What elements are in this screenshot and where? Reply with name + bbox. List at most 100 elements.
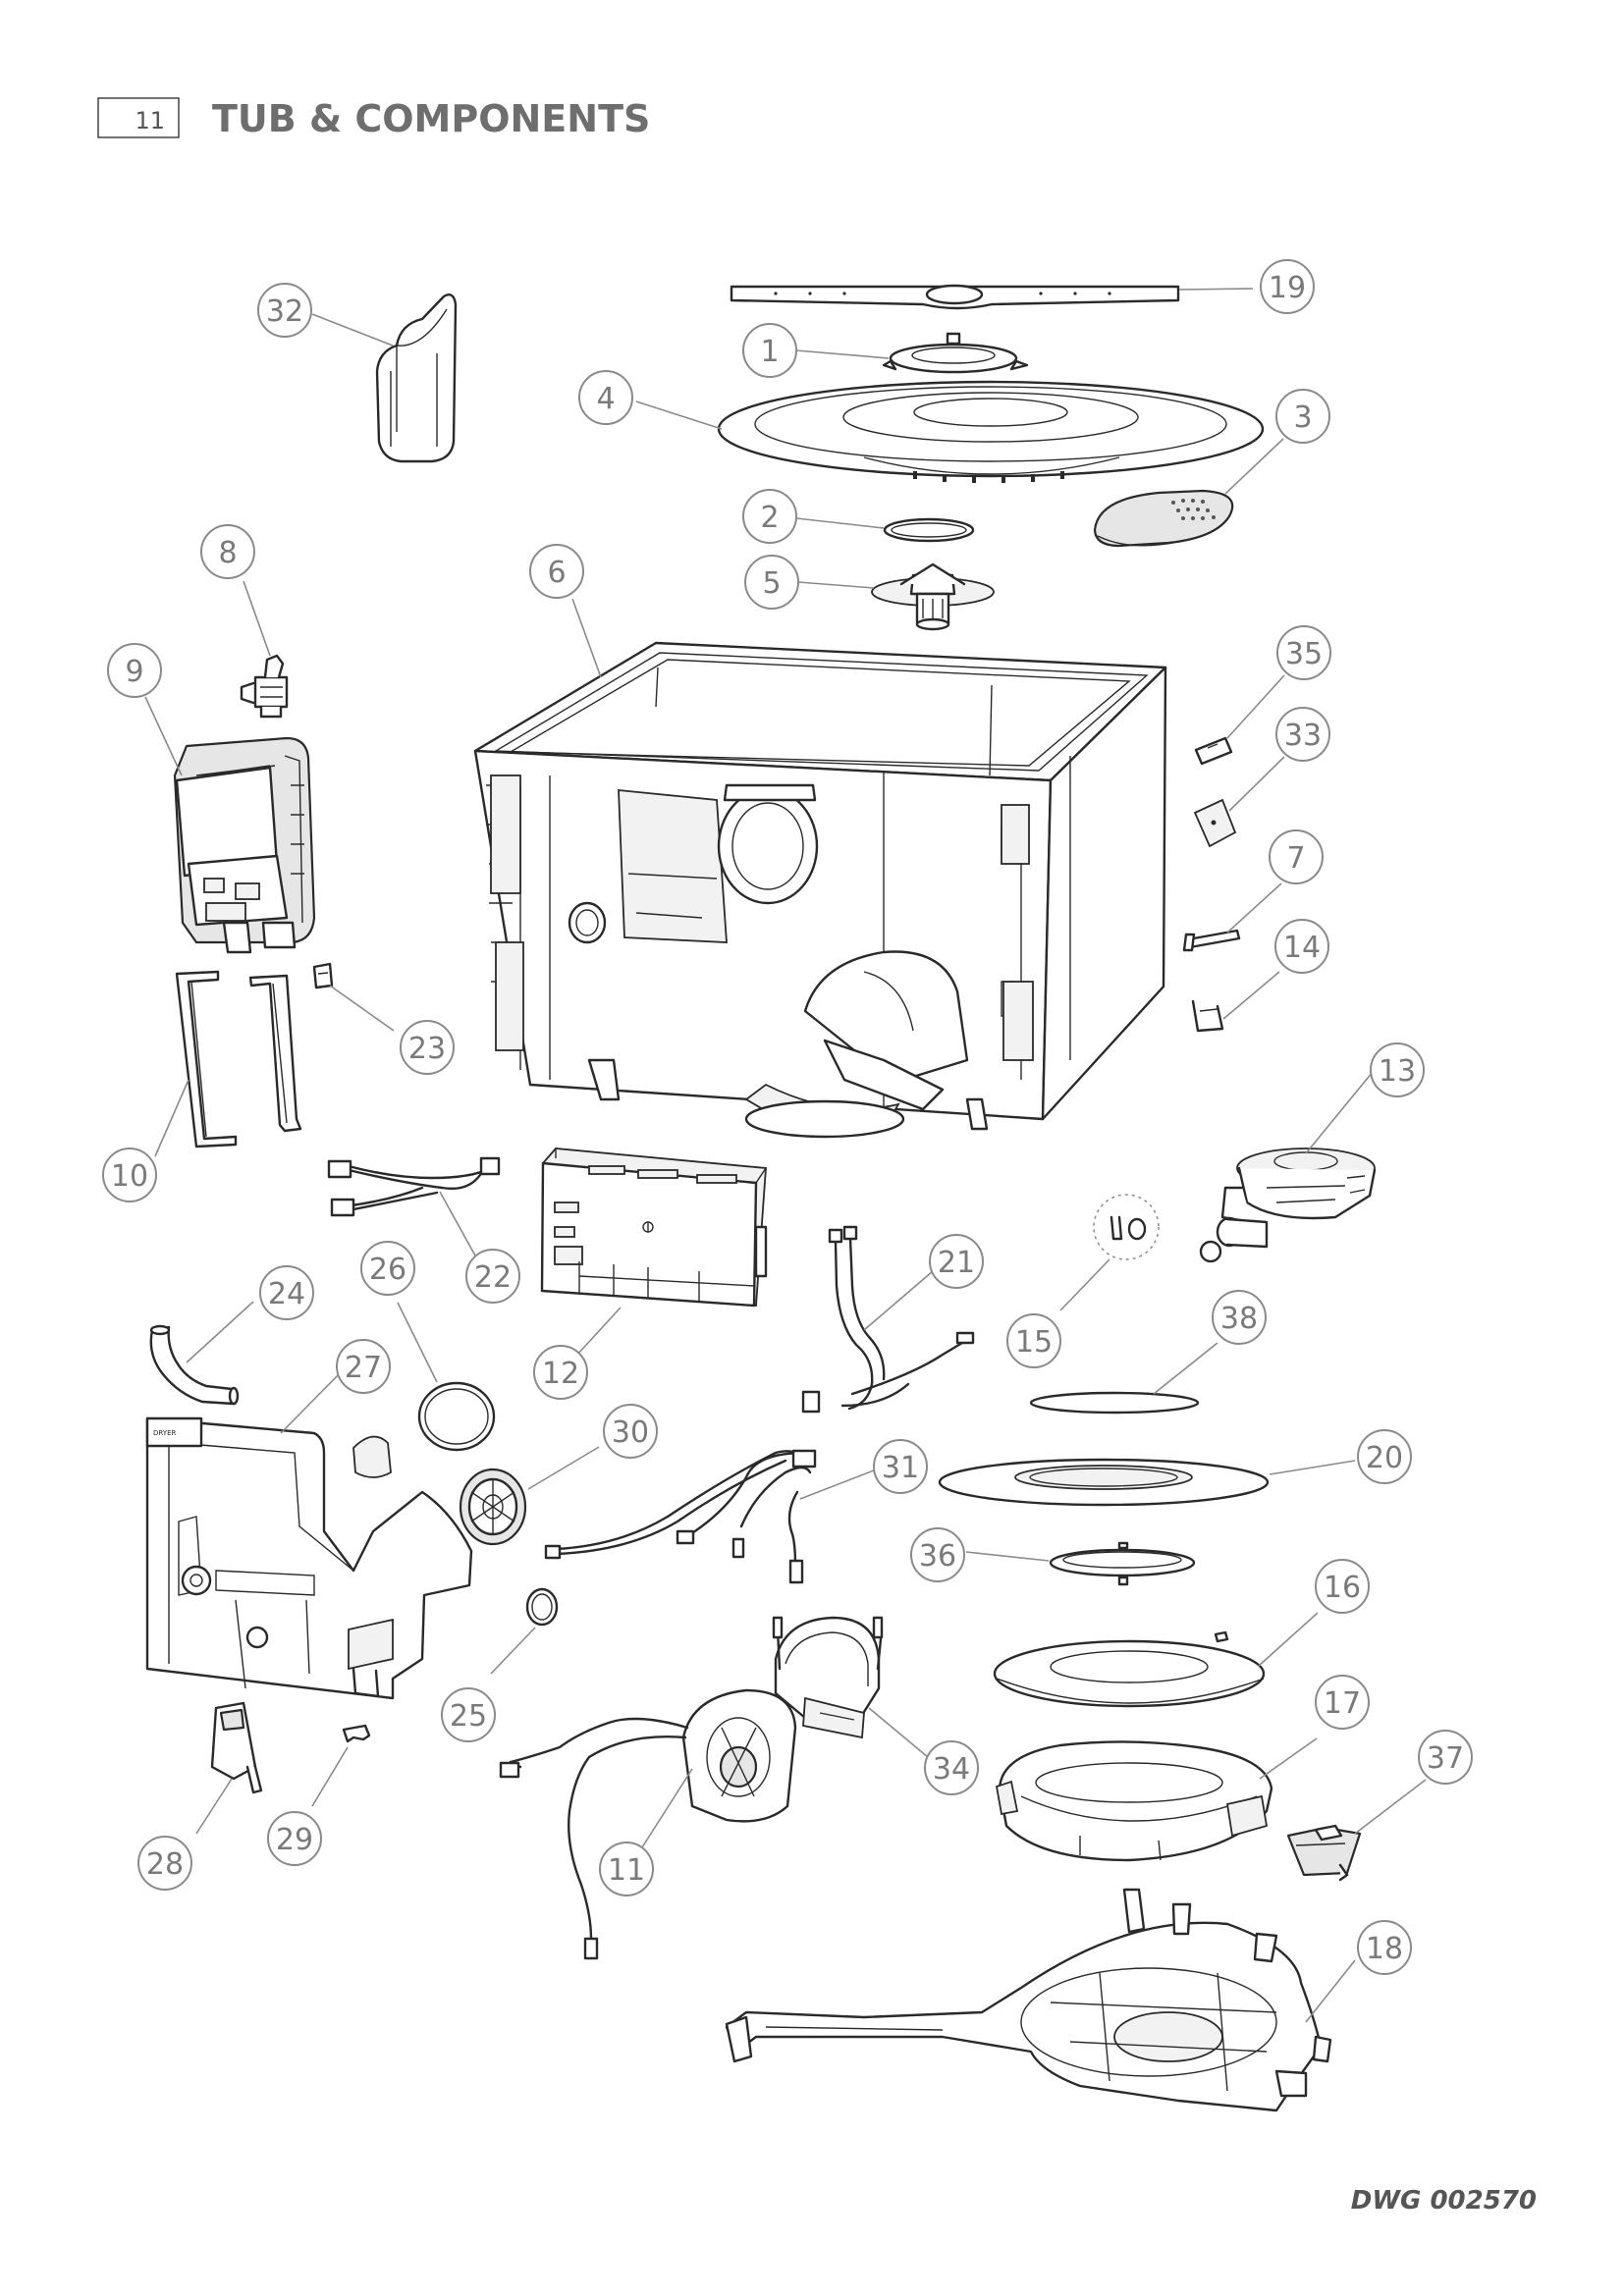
part-35-clip	[1194, 736, 1233, 766]
part-2-seal-ring	[883, 517, 975, 543]
svg-text:27: 27	[345, 1351, 382, 1385]
svg-text:2: 2	[760, 501, 779, 535]
part-14-retaining-clip	[1191, 999, 1224, 1033]
callout-14: 14	[1274, 919, 1329, 974]
callout-10: 10	[102, 1148, 157, 1202]
callout-33: 33	[1275, 707, 1330, 762]
part-9-control-module	[173, 736, 316, 954]
part-38-gasket	[1029, 1391, 1200, 1415]
page-number: 11	[135, 107, 165, 134]
part-19-upper-spray-arm	[730, 284, 1180, 310]
svg-text:10: 10	[111, 1159, 148, 1194]
svg-text:7: 7	[1286, 841, 1305, 876]
svg-text:18: 18	[1366, 1932, 1403, 1966]
svg-text:21: 21	[938, 1246, 975, 1280]
svg-text:11: 11	[608, 1853, 645, 1888]
callout-35: 35	[1276, 625, 1331, 680]
callout-16: 16	[1315, 1559, 1370, 1614]
callout-4: 4	[578, 370, 633, 425]
part-37-diverter-cap	[1286, 1824, 1362, 1882]
callout-37: 37	[1418, 1730, 1473, 1785]
part-12-power-module	[540, 1148, 768, 1308]
part-16-sump-cover	[993, 1630, 1266, 1708]
page-title: TUB & COMPONENTS	[212, 97, 650, 140]
callout-24: 24	[259, 1265, 314, 1320]
part-11-dry-fan	[499, 1688, 797, 1960]
callout-30: 30	[603, 1404, 658, 1459]
svg-text:3: 3	[1293, 400, 1312, 435]
callout-38: 38	[1212, 1290, 1267, 1345]
part-6-wash-tub	[473, 641, 1167, 1139]
part-26-seal	[417, 1381, 496, 1452]
callout-19: 19	[1260, 259, 1315, 314]
callout-8: 8	[200, 524, 255, 579]
part-4-filter-plate	[717, 380, 1265, 483]
part-15-hose-clips	[1093, 1194, 1160, 1260]
part-29-spring-clip	[342, 1724, 371, 1743]
callout-26: 26	[360, 1241, 415, 1296]
svg-text:9: 9	[125, 655, 143, 689]
svg-text:32: 32	[266, 294, 303, 329]
svg-text:12: 12	[542, 1357, 579, 1391]
callout-23: 23	[400, 1020, 455, 1075]
callout-13: 13	[1370, 1042, 1425, 1097]
svg-text:36: 36	[919, 1539, 956, 1574]
svg-text:6: 6	[547, 556, 566, 590]
vent-tag: DRYER	[153, 1429, 177, 1437]
svg-text:13: 13	[1379, 1054, 1416, 1089]
svg-text:26: 26	[369, 1253, 406, 1287]
svg-text:35: 35	[1285, 637, 1323, 671]
callout-27: 27	[336, 1339, 391, 1394]
callout-21: 21	[929, 1234, 984, 1289]
svg-text:38: 38	[1220, 1302, 1258, 1336]
part-7-hinge-pin	[1182, 929, 1241, 952]
callout-32: 32	[257, 283, 312, 338]
svg-text:17: 17	[1324, 1686, 1361, 1721]
callout-5: 5	[744, 555, 799, 610]
page-number-box	[97, 97, 180, 138]
part-13-drain-pump	[1199, 1148, 1377, 1263]
svg-text:16: 16	[1324, 1571, 1361, 1605]
svg-text:14: 14	[1283, 931, 1321, 965]
part-32-rinse-aid-funnel	[375, 294, 458, 463]
part-31-wiring-harness	[544, 1449, 817, 1584]
callout-3: 3	[1275, 389, 1330, 444]
svg-text:4: 4	[596, 382, 615, 416]
callout-25: 25	[441, 1687, 496, 1742]
part-36-retaining-ring	[1049, 1541, 1196, 1586]
part-23-connector	[312, 962, 334, 989]
svg-text:34: 34	[933, 1752, 970, 1787]
callout-9: 9	[107, 643, 162, 698]
callout-29: 29	[267, 1811, 322, 1866]
svg-text:23: 23	[408, 1032, 446, 1066]
part-8-inlet-valve	[240, 654, 289, 719]
part-28-float-switch	[210, 1701, 263, 1794]
svg-text:20: 20	[1366, 1441, 1403, 1475]
callout-36: 36	[910, 1527, 965, 1582]
part-3-drain-cover	[1093, 489, 1234, 548]
svg-text:24: 24	[268, 1277, 305, 1311]
callout-7: 7	[1269, 829, 1324, 884]
part-34-clamp-assembly	[772, 1616, 884, 1739]
part-27-tank-housing: DRYER	[145, 1416, 473, 1700]
part-25-o-ring	[525, 1587, 559, 1627]
svg-text:1: 1	[760, 335, 779, 369]
svg-text:5: 5	[762, 566, 781, 601]
callout-31: 31	[873, 1439, 928, 1494]
part-22-wiring-harness	[327, 1156, 501, 1217]
svg-text:15: 15	[1015, 1325, 1053, 1360]
part-21-wiring-harness	[801, 1225, 975, 1414]
part-18-base-frame	[725, 1888, 1332, 2112]
part-17-sump-base	[995, 1740, 1273, 1862]
callout-20: 20	[1357, 1429, 1412, 1484]
svg-text:33: 33	[1284, 719, 1322, 753]
callout-11: 11	[599, 1842, 654, 1896]
part-1-spray-arm-bearing	[882, 332, 1029, 374]
callout-12: 12	[533, 1345, 588, 1400]
drawing-id: DWG 002570	[1351, 2186, 1537, 2216]
svg-text:37: 37	[1427, 1741, 1464, 1776]
callout-22: 22	[465, 1249, 520, 1304]
svg-text:31: 31	[882, 1451, 919, 1485]
svg-text:29: 29	[276, 1823, 313, 1857]
